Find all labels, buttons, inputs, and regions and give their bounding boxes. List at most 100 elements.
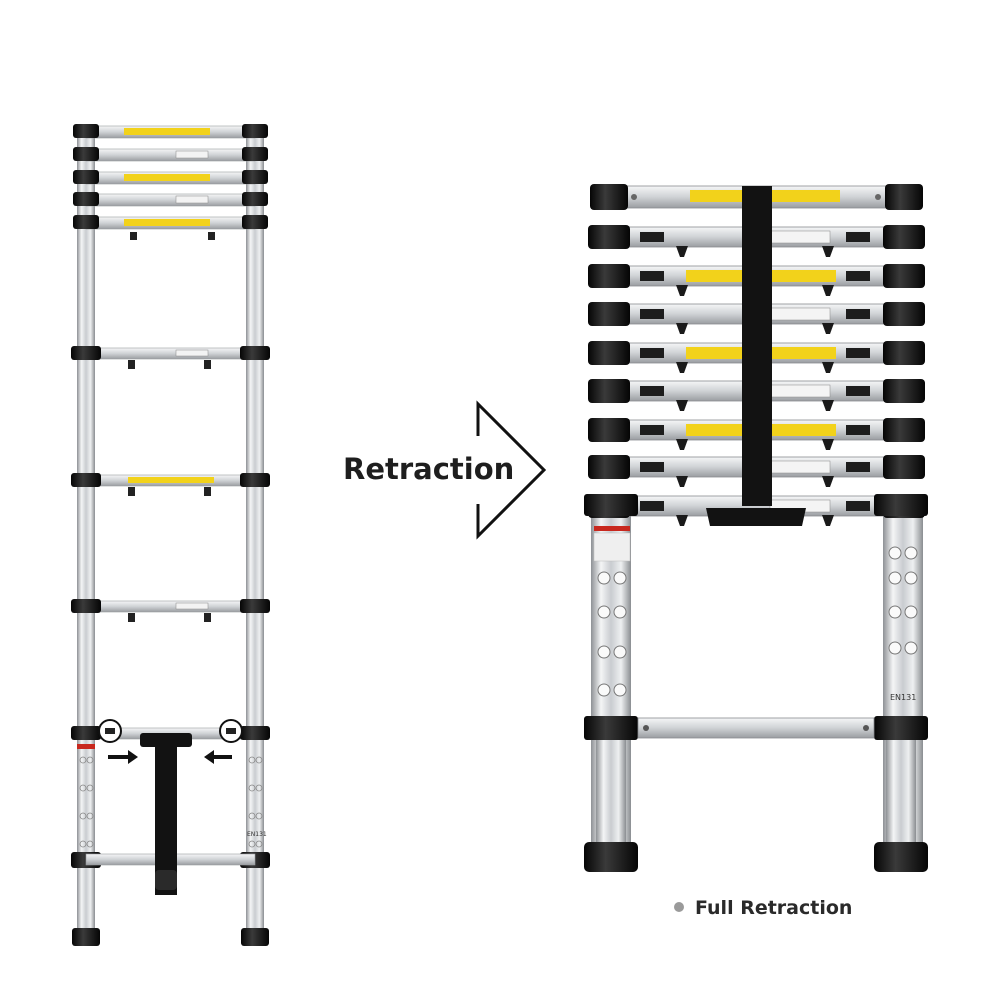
rung — [85, 193, 256, 207]
rivet — [875, 194, 881, 200]
safety-pictogram — [597, 571, 611, 585]
safety-pictogram — [79, 784, 87, 792]
info-sticker — [769, 384, 831, 398]
rail-collar — [584, 494, 638, 516]
standard-mark: EN131 — [247, 831, 267, 838]
extended-ladder: EN131 — [71, 124, 270, 946]
safety-pictogram — [86, 812, 94, 820]
retracted-ladder: EN131 — [584, 184, 928, 872]
rung-end-cap — [71, 473, 101, 487]
safety-pictogram — [904, 605, 918, 619]
info-sticker — [175, 150, 209, 159]
rung-hook — [204, 360, 211, 369]
rung-end-cap — [240, 473, 270, 487]
rung-slot — [846, 501, 870, 511]
rung-hook — [130, 232, 137, 240]
telescopic-section — [596, 740, 626, 850]
top-cap-left — [590, 184, 628, 210]
rung-hook — [676, 439, 688, 450]
rung-hook — [204, 613, 211, 622]
rung-end-cap — [588, 302, 630, 326]
safety-pictogram — [904, 546, 918, 560]
rung-end-cap — [73, 147, 99, 161]
rung-hook — [128, 613, 135, 622]
rung-slot — [846, 348, 870, 358]
info-sticker — [175, 602, 209, 610]
rung-hook — [128, 360, 135, 369]
rung — [85, 148, 256, 162]
rung-end-cap — [588, 341, 630, 365]
rung-hook — [676, 362, 688, 373]
right-foot — [241, 928, 269, 946]
rung-end-cap — [588, 455, 630, 479]
info-sticker — [769, 230, 831, 244]
safety-pictogram — [79, 840, 87, 848]
info-sticker — [175, 195, 209, 204]
label-text-block — [593, 532, 631, 562]
rivet — [863, 725, 869, 731]
rung-hook — [822, 476, 834, 487]
safety-pictogram — [86, 840, 94, 848]
safety-pictogram — [255, 784, 263, 792]
rail-collar — [874, 716, 928, 740]
rung-hook — [676, 323, 688, 334]
safety-pictogram — [613, 605, 627, 619]
safety-pictogram — [255, 756, 263, 764]
warning-band — [594, 526, 630, 531]
rung-end-cap — [883, 302, 925, 326]
rail-collar — [584, 716, 638, 740]
rung-end-cap — [883, 341, 925, 365]
safety-pictogram — [613, 645, 627, 659]
safety-pictogram — [597, 683, 611, 697]
info-sticker — [769, 307, 831, 321]
rung-hook — [204, 487, 211, 496]
rung-slot — [846, 232, 870, 242]
rung-end-cap — [883, 264, 925, 288]
rung-end-cap — [883, 379, 925, 403]
safety-pictogram — [79, 756, 87, 764]
safety-pictogram — [248, 840, 256, 848]
strap-end — [155, 870, 177, 890]
rung-end-cap — [73, 124, 99, 138]
rung-end-cap — [71, 346, 101, 360]
rung-end-cap — [73, 170, 99, 184]
rung-hook — [822, 323, 834, 334]
safety-pictogram — [255, 812, 263, 820]
rung-slot — [640, 386, 664, 396]
rung-end-cap — [240, 726, 270, 740]
release-button — [226, 728, 236, 734]
rung-end-cap — [883, 455, 925, 479]
warning-band — [77, 744, 95, 749]
safety-pictogram — [255, 840, 263, 848]
rung-end-cap — [242, 192, 268, 206]
caption-text: Full Retraction — [695, 897, 852, 919]
rung-end-cap — [240, 346, 270, 360]
rung-end-cap — [71, 599, 101, 613]
safety-pictogram — [888, 546, 902, 560]
rung-end-cap — [242, 124, 268, 138]
rung-slot — [640, 462, 664, 472]
release-button — [105, 728, 115, 734]
bottom-rung — [637, 717, 875, 739]
arrow-label: Retraction — [343, 452, 514, 486]
rung-hook — [676, 285, 688, 296]
telescopic-section — [886, 740, 916, 850]
safety-pictogram — [248, 784, 256, 792]
rung-hook — [676, 246, 688, 257]
rung-slot — [640, 501, 664, 511]
safety-pictogram — [86, 756, 94, 764]
right-foot — [874, 842, 928, 872]
rung-end-cap — [883, 225, 925, 249]
safety-pictogram — [248, 812, 256, 820]
safety-pictogram — [613, 571, 627, 585]
rung-hook — [822, 362, 834, 373]
rung-slot — [640, 232, 664, 242]
rung-slot — [846, 462, 870, 472]
rung-slot — [640, 348, 664, 358]
info-sticker — [175, 349, 209, 357]
warning-sticker — [124, 219, 210, 226]
rung-hook — [676, 400, 688, 411]
rivet — [643, 725, 649, 731]
standard-mark: EN131 — [890, 693, 916, 702]
press-arrow-icon — [108, 750, 138, 764]
